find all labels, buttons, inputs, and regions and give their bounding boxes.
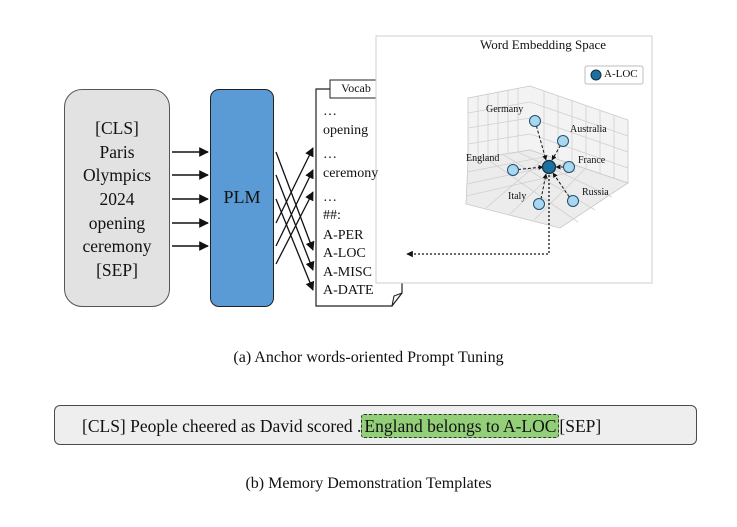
- caption-b: (b) Memory Demonstration Templates: [245, 475, 492, 492]
- plm-to-vocab-arrows: [275, 147, 315, 291]
- vocab-token: …: [323, 104, 337, 119]
- vocab-token: A-MISC: [323, 265, 373, 280]
- embedding-space-title: Word Embedding Space: [479, 37, 607, 52]
- vocab-token: ##:: [323, 208, 341, 223]
- country-points: [507, 115, 579, 210]
- sequence-prefix: [CLS] People cheered as David scored .: [82, 416, 362, 436]
- anchor-to-vocab-connector: [406, 175, 550, 258]
- caption-a: (a) Anchor words-oriented Prompt Tuning: [233, 349, 504, 366]
- demonstration-template: England belongs to A-LOC: [361, 414, 560, 438]
- country-label: France: [578, 155, 606, 166]
- plm-block: [210, 89, 274, 307]
- vocab-token: ceremony: [323, 166, 379, 181]
- embedding-legend: [584, 65, 644, 85]
- sequence-suffix: [SEP]: [559, 416, 602, 436]
- country-label: Australia: [570, 124, 607, 135]
- vocab-token: A-PER: [323, 228, 364, 243]
- input-token: 2024: [99, 189, 135, 209]
- vocab-token: A-DATE: [323, 283, 374, 298]
- vocab-token: …: [323, 190, 337, 205]
- input-tokens-box: [64, 89, 170, 307]
- country-label: Germany: [486, 104, 524, 115]
- vocab-tab-label: Vocab: [341, 81, 371, 95]
- country-label: Russia: [582, 187, 609, 198]
- input-to-plm-arrows: [172, 147, 209, 251]
- vocab-token: …: [323, 147, 337, 162]
- input-token: [CLS]: [95, 118, 139, 138]
- vocab-token-a-loc: A-LOC: [323, 246, 366, 261]
- embedding-3d-grid: [465, 85, 629, 229]
- country-label: Italy: [508, 191, 527, 202]
- plm-label: PLM: [223, 187, 261, 207]
- country-label: England: [466, 153, 500, 164]
- input-token: ceremony: [82, 236, 152, 256]
- demonstration-sequence: [CLS] People cheered as David scored .En…: [82, 414, 601, 438]
- vocab-token: opening: [323, 123, 369, 138]
- input-token: opening: [88, 213, 146, 233]
- input-token: [SEP]: [96, 260, 138, 280]
- legend-label: A-LOC: [604, 68, 638, 80]
- input-token: Paris: [99, 142, 135, 162]
- input-token: Olympics: [82, 165, 152, 185]
- anchor-point-a-loc: [541, 159, 557, 175]
